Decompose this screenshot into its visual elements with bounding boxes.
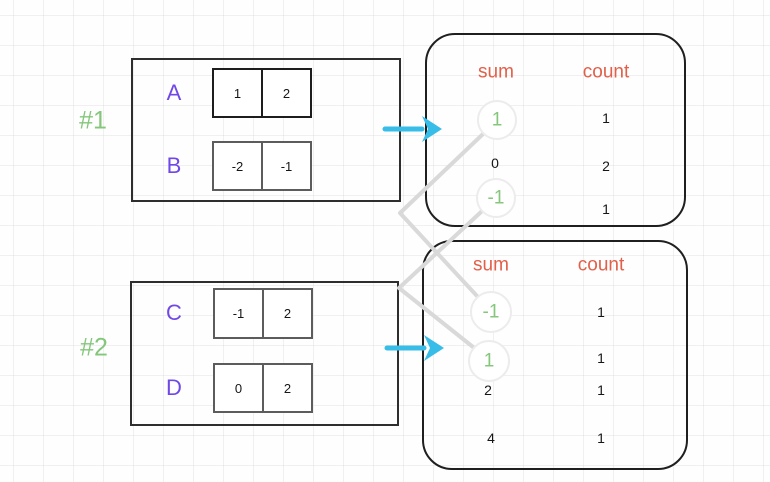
count-value: 1 [602,201,610,217]
connector-line [398,132,485,298]
cell-value: -1 [280,158,293,174]
highlight-circle [468,340,510,382]
sum-value: -1 [487,187,505,209]
row-c-cells: -1 2 [213,288,313,339]
result-2-sum-header: sum [473,254,509,276]
row-b-label: B [166,153,182,178]
cell: 2 [262,288,313,339]
result-1-sum-header: sum [478,61,514,83]
sum-value: -1 [482,301,500,323]
group-2-label: #2 [80,333,108,362]
count-value: 2 [602,158,610,174]
cell: -1 [261,141,312,191]
count-value: 1 [597,382,605,398]
sum-value: 0 [491,155,499,171]
row-b-cells: -2 -1 [212,141,312,191]
cell: 2 [261,68,312,118]
cell-value: -2 [231,158,244,174]
row-c-label: C [166,300,182,325]
highlight-circle [477,100,517,140]
arrow-right-icon [382,116,442,142]
cell-value: 2 [283,306,292,321]
count-value: 1 [597,430,605,446]
row-d-label: D [166,375,182,400]
highlight-circle [476,178,516,218]
arrow-right-icon [384,335,444,361]
cell-value: 0 [234,380,243,396]
cell-value: -1 [232,306,245,321]
count-value: 1 [597,304,605,320]
cell-value: 2 [283,380,292,396]
group-1-label: #1 [79,106,107,135]
count-value: 1 [597,350,605,366]
result-2-count-header: count [577,254,625,276]
count-value: 1 [602,110,610,126]
result-2-box [422,240,688,470]
group-2-box [130,281,399,426]
cell-value: 1 [233,85,242,101]
sum-value: 1 [491,109,503,131]
result-1-count-header: count [582,61,630,83]
row-a-cells: 1 2 [212,68,312,118]
sum-value: 4 [487,430,495,446]
cell: 2 [262,363,313,413]
row-a-label: A [166,80,182,105]
result-1-box [425,33,686,227]
connector-line [397,210,483,349]
cell-value: 2 [282,85,291,101]
sum-value: 2 [484,382,492,398]
row-d-cells: 0 2 [213,363,313,413]
sum-value: 1 [483,350,495,372]
highlight-circle [470,291,512,333]
